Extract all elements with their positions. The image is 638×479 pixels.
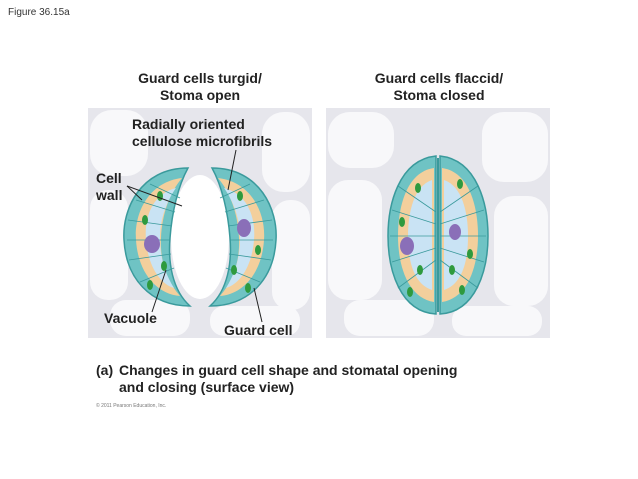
- nucleus: [237, 219, 251, 237]
- microfibrils: [390, 185, 486, 289]
- epidermal-cell: [272, 200, 310, 310]
- left-panel-title: Guard cells turgid/ Stoma open: [100, 70, 300, 104]
- stomatal-pore: [171, 175, 229, 299]
- epidermal-cell: [210, 306, 300, 336]
- vacuole-pointer: [151, 269, 167, 313]
- caption-part: (a): [96, 362, 114, 378]
- caption-line2: and closing (surface view): [119, 379, 295, 395]
- cell-wall-label-line2: wall: [96, 187, 123, 203]
- microfibrils-label-line2: cellulose microfibrils: [132, 133, 273, 149]
- chloroplasts: [399, 179, 473, 297]
- microfibrils-label-line1: Radially oriented: [132, 116, 245, 132]
- guard-cell-vacuole: [145, 188, 176, 288]
- pointer-lines: [126, 149, 263, 323]
- left-panel-title-line2: Stoma open: [159, 87, 241, 103]
- nucleus: [144, 235, 160, 253]
- caption: Changes in guard cell shape and stomatal…: [119, 362, 457, 396]
- figure-label: Figure 36.15a: [8, 7, 70, 18]
- nucleus: [400, 237, 414, 255]
- epidermal-cell: [328, 180, 382, 300]
- epidermal-cell: [344, 300, 434, 336]
- guard-cell-pointer: [253, 287, 263, 323]
- copyright: © 2011 Pearson Education, Inc.: [96, 403, 167, 409]
- guard-cell-label: Guard cell: [224, 322, 293, 338]
- cell-wall-pointer: [126, 185, 183, 207]
- cell-wall-label-line1: Cell: [96, 170, 122, 186]
- right-panel-title-line1: Guard cells flaccid/: [374, 70, 504, 86]
- chloroplasts: [142, 191, 261, 293]
- cell-wall-pointer: [126, 185, 143, 201]
- left-panel-title-line1: Guard cells turgid/: [138, 70, 262, 86]
- epidermal-cell: [482, 112, 548, 182]
- nucleus: [449, 224, 461, 240]
- epidermal-cell: [328, 112, 394, 168]
- epidermal-cell: [90, 110, 148, 176]
- closed-stoma: [387, 155, 489, 315]
- open-stoma: [123, 167, 277, 307]
- cell-wall-label: Cell wall: [96, 170, 122, 204]
- right-panel-title-line2: Stoma closed: [393, 87, 485, 103]
- guard-cell-vacuole: [224, 188, 255, 288]
- epidermal-cell: [90, 190, 128, 300]
- vacuole-label: Vacuole: [104, 310, 157, 326]
- epidermal-cell: [110, 300, 190, 336]
- caption-line1: Changes in guard cell shape and stomatal…: [119, 362, 458, 378]
- microfibrils-label: Radially oriented cellulose microfibrils: [132, 116, 272, 150]
- epidermal-cell: [262, 112, 310, 192]
- right-panel-title: Guard cells flaccid/ Stoma closed: [334, 70, 544, 104]
- microfibrils-pointer: [227, 149, 237, 191]
- epidermal-cell: [452, 306, 542, 336]
- guard-cell-vacuole: [408, 180, 432, 290]
- epidermal-cell: [494, 196, 548, 306]
